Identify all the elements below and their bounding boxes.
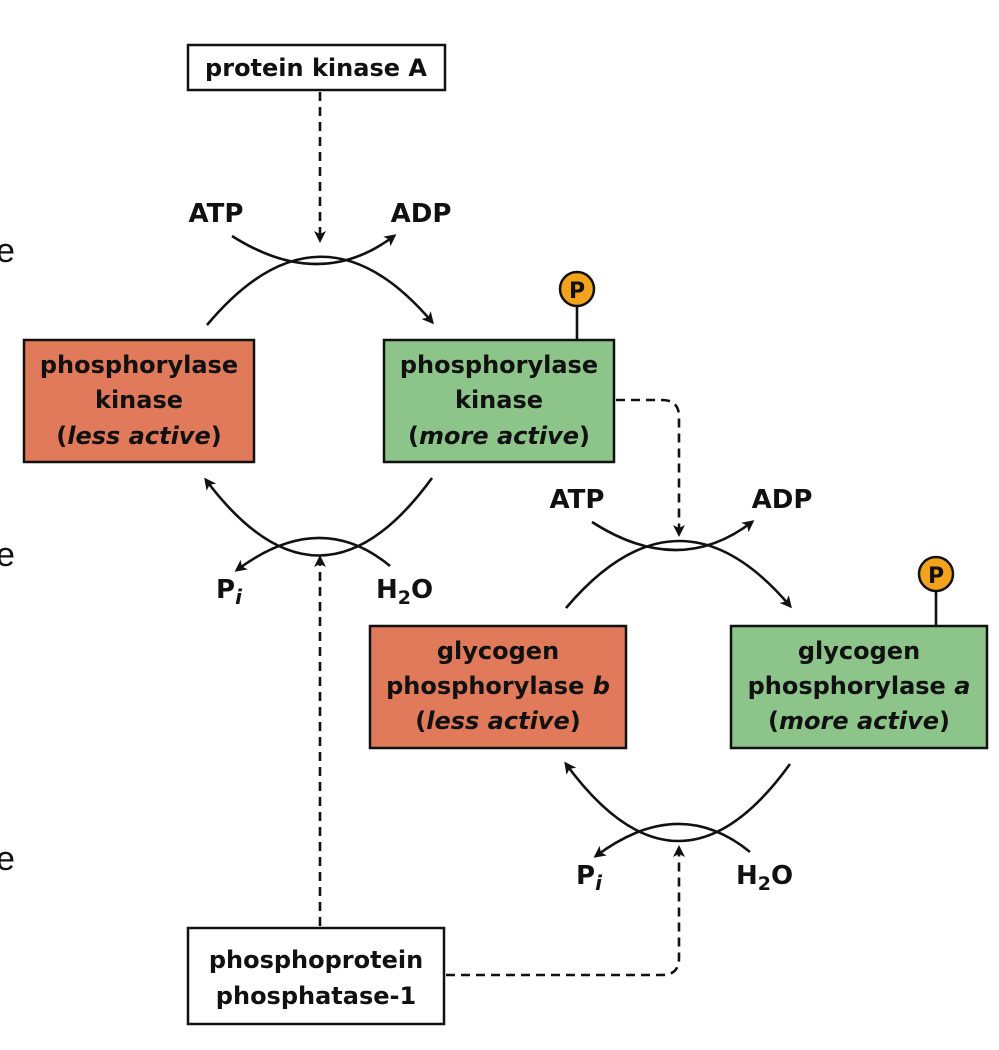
- h2o-top-label: H2O: [376, 575, 433, 609]
- pk-less-state: (less active): [56, 422, 221, 450]
- pp1-line2: phosphatase-1: [216, 982, 416, 1010]
- phosphate-icon: [917, 555, 955, 593]
- phosphate-icon: [558, 270, 596, 308]
- atp-right-label: ATP: [550, 485, 605, 515]
- pp1-line1: phosphoprotein: [209, 946, 423, 974]
- edge-fragment-1: e: [0, 232, 15, 270]
- more-active-box: [729, 624, 989, 750]
- gp-a-state: (more active): [768, 707, 950, 735]
- protein-kinase-a-node: protein kinase A: [186, 43, 447, 92]
- adp-top-label: ADP: [391, 199, 452, 229]
- pk-activation-arrow: [616, 398, 685, 537]
- phosphorylation-arc-right: [565, 539, 792, 609]
- pk-less-line2: kinase: [95, 386, 183, 414]
- edge-fragment-2: e: [0, 536, 15, 574]
- gp-b-line2: phosphorylase b: [386, 672, 610, 700]
- edge-fragment-3: e: [0, 840, 15, 878]
- pk-less-line1: phosphorylase: [40, 351, 238, 379]
- phosphorylase-kinase-less-active-node: phosphorylase kinase (less active): [22, 338, 256, 464]
- pk-more-line1: phosphorylase: [400, 351, 598, 379]
- protein-kinase-a-label: protein kinase A: [205, 54, 427, 82]
- glycogen-phosphorylase-a-node: P glycogen phosphorylase a (more active): [729, 555, 989, 750]
- atp-to-adp-arrow-top: [231, 234, 397, 266]
- dephosphorylation-arc-top: [204, 477, 434, 557]
- less-active-box: [22, 338, 256, 464]
- atp-top-label: ATP: [189, 199, 244, 229]
- pi-top-label: Pi: [216, 575, 243, 609]
- phosphate-label: P: [569, 279, 585, 304]
- glycogen-phosphorylase-b-node: glycogen phosphorylase b (less active): [368, 624, 628, 750]
- pk-more-state: (more active): [408, 422, 590, 450]
- phosphate-label: P: [928, 564, 944, 589]
- adp-right-label: ADP: [752, 485, 813, 515]
- gp-b-state: (less active): [415, 707, 580, 735]
- h2o-bottom-label: H2O: [736, 861, 793, 895]
- less-active-box: [368, 624, 628, 750]
- gp-b-line1: glycogen: [437, 637, 559, 665]
- atp-to-adp-arrow-right: [591, 520, 755, 552]
- phosphorylase-kinase-more-active-node: P phosphorylase kinase (more active): [382, 270, 616, 464]
- h2o-to-pi-arrow-bottom: [593, 822, 751, 858]
- pp1-to-lower-cycle-arrow: [446, 845, 685, 977]
- h2o-to-pi-arrow-top: [234, 536, 391, 572]
- gp-a-line2: phosphorylase a: [748, 672, 971, 700]
- dephosphorylation-arc-right: [564, 761, 792, 843]
- phosphorylation-arc-top: [206, 255, 434, 326]
- gp-a-line1: glycogen: [798, 637, 920, 665]
- more-active-box: [382, 338, 616, 464]
- pk-more-line2: kinase: [455, 386, 543, 414]
- pi-bottom-label: Pi: [576, 861, 603, 895]
- phosphoprotein-phosphatase-1-node: phosphoprotein phosphatase-1: [186, 926, 446, 1026]
